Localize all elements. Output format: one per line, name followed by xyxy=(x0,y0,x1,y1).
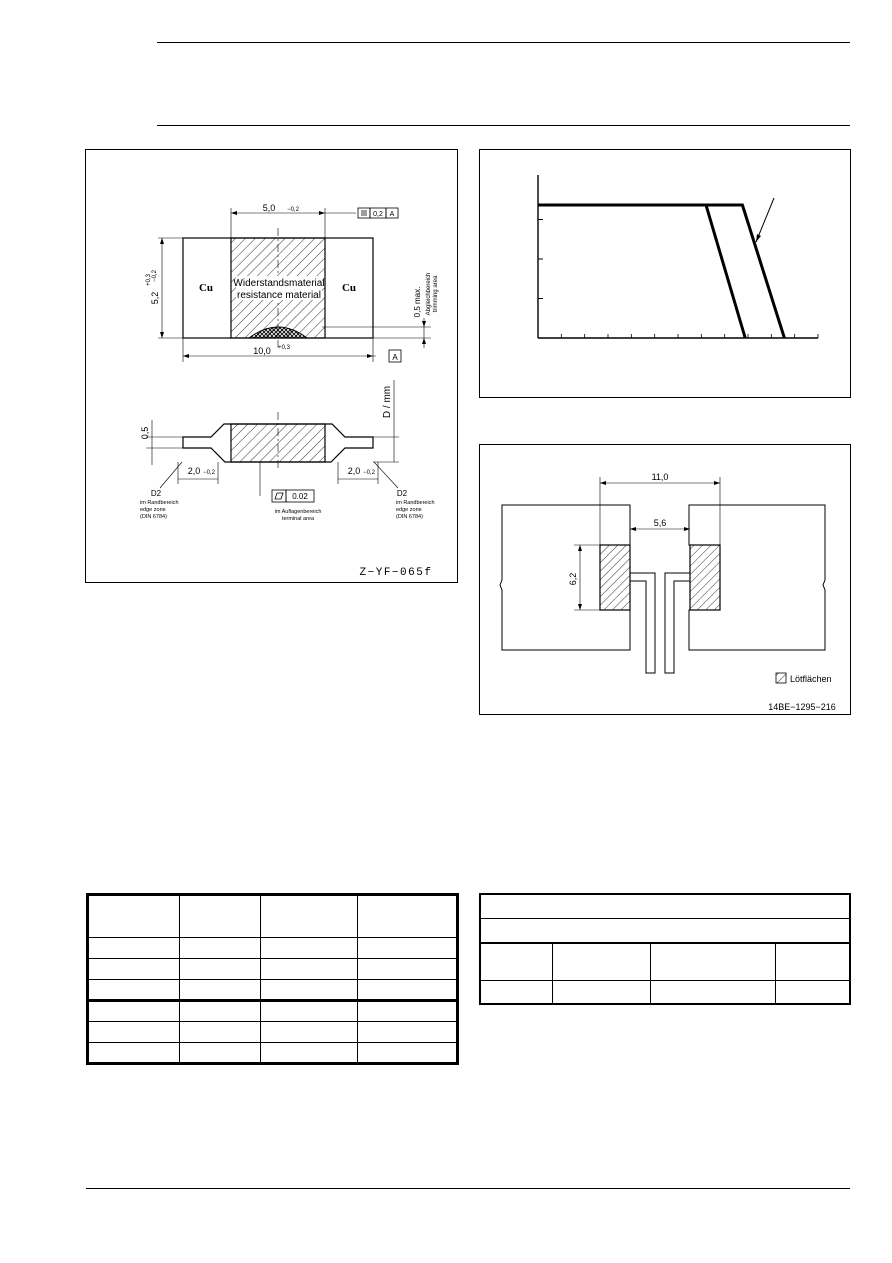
table-cell xyxy=(87,894,180,938)
table-cell xyxy=(260,894,358,938)
right-solder-pad xyxy=(689,544,721,611)
chart-panel xyxy=(479,149,851,398)
dim-height-tol-up: +0,3 xyxy=(146,273,152,286)
table-row xyxy=(87,1042,458,1064)
table-cell xyxy=(479,893,851,919)
chart-plot xyxy=(537,175,819,339)
edge-right-en: edge zone xyxy=(396,507,422,513)
series-line-1 xyxy=(538,203,747,339)
dim-height-tol-down: −0,2 xyxy=(152,269,158,282)
trimming-area-mark xyxy=(247,326,309,339)
side-dim: 0,5 xyxy=(140,427,150,440)
callout-arrowhead xyxy=(756,234,761,242)
table-right-header-row xyxy=(479,942,851,981)
dim-width-tol: +0,3 xyxy=(278,345,291,351)
d-axis-label: D / mm xyxy=(382,386,393,418)
legend-label: Lötflächen xyxy=(790,674,832,684)
table-row xyxy=(87,1021,458,1043)
dim-top-value: 5,0 xyxy=(263,203,276,213)
table-row xyxy=(87,979,458,1001)
trim-label-de: Abgleichbereich xyxy=(426,273,432,316)
dim-width-value: 10,0 xyxy=(253,346,271,356)
left-board xyxy=(499,504,631,651)
edge-right-din: (DIN 6784) xyxy=(396,514,423,520)
drawing-code: 14BE−1295−216 xyxy=(768,702,836,712)
cu-left-label: Cu xyxy=(199,282,213,294)
table-left xyxy=(86,893,459,1065)
right-trace xyxy=(664,572,690,674)
left-dim-value: 2,0 xyxy=(188,466,201,476)
table-right-subtitle-row xyxy=(479,917,851,944)
table-right xyxy=(479,893,851,1005)
series-line-2 xyxy=(538,203,786,339)
pad-layout-drawing: 11,0 5,6 6,2 Lötflächen 14BE−1295−216 xyxy=(499,472,836,712)
edge-left-en: edge zone xyxy=(140,507,166,513)
left-trace xyxy=(630,572,656,674)
table-cell xyxy=(775,942,851,981)
dimension-drawing-panel: Widerstandsmaterial resistance material … xyxy=(85,149,458,583)
dim-inner: 5,6 xyxy=(654,518,667,528)
material-label-de: Widerstandsmaterial xyxy=(233,278,324,289)
legend-swatch xyxy=(775,672,787,684)
table-row xyxy=(87,937,458,959)
tolerance-value: 0,2 xyxy=(373,211,383,218)
dim-height: 6,2 xyxy=(568,573,578,586)
terminal-en: terminal area xyxy=(282,516,315,522)
header-rule-top xyxy=(157,42,850,43)
edge-left-de: im Randbereich xyxy=(140,500,179,506)
d2-left: D2 xyxy=(151,489,162,498)
left-solder-pad xyxy=(599,544,631,611)
right-dim-tol: −0,2 xyxy=(363,470,376,476)
trim-label-en: trimming area xyxy=(433,275,439,312)
cu-right-label: Cu xyxy=(342,282,356,294)
dim-height-value: 5,2 xyxy=(150,292,160,305)
header-rule-bottom xyxy=(157,125,850,126)
table-cell xyxy=(357,894,458,938)
table-right-title-row xyxy=(479,893,851,919)
table-row xyxy=(479,979,851,1005)
callout-line xyxy=(755,197,775,243)
left-dim-tol: −0,2 xyxy=(203,470,216,476)
table-cell xyxy=(479,942,553,981)
drawing-code: Z−YF−065f xyxy=(360,567,433,579)
footer-rule xyxy=(86,1188,850,1189)
pad-layout-panel: 11,0 5,6 6,2 Lötflächen 14BE−1295−216 xyxy=(479,444,851,715)
flatness-value: 0.02 xyxy=(292,492,308,501)
table-cell xyxy=(552,942,651,981)
terminal-de: im Auflagenbereich xyxy=(275,509,322,515)
tolerance-ref: A xyxy=(390,211,395,218)
edge-left-din: (DIN 6784) xyxy=(140,514,167,520)
edge-right-de: im Randbereich xyxy=(396,500,435,506)
table-cell xyxy=(650,942,776,981)
d2-right: D2 xyxy=(397,489,408,498)
table-row xyxy=(87,1000,458,1022)
datum-label: A xyxy=(392,353,398,362)
table-cell xyxy=(479,917,851,944)
right-dim-value: 2,0 xyxy=(348,466,361,476)
table-cell xyxy=(179,894,261,938)
dim-top-tol: −0,2 xyxy=(287,207,300,213)
dim-outer: 11,0 xyxy=(652,472,669,482)
material-label-en: resistance material xyxy=(237,290,321,301)
table-row xyxy=(87,958,458,980)
side-view-outline xyxy=(182,423,374,463)
table-left-header-row xyxy=(87,894,458,938)
dimension-drawing: Widerstandsmaterial resistance material … xyxy=(140,203,439,579)
trim-dim: 0,5 max. xyxy=(413,287,422,318)
